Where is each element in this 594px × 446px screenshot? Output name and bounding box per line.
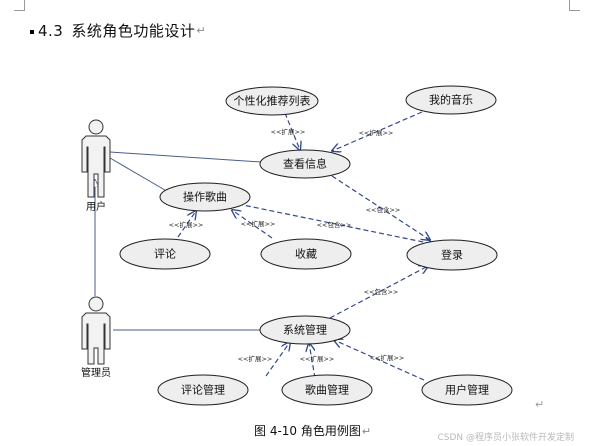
page-corner-mark (569, 0, 580, 11)
include-label: <<包含>> (364, 287, 399, 296)
use-case-comment-manage: 评论管理 (157, 374, 249, 406)
extend-label: <<扩展>> (238, 354, 273, 363)
extend-song-manage (309, 343, 316, 379)
page-corner-mark (14, 0, 25, 11)
use-case-favorite: 收藏 (260, 238, 352, 270)
include-label: <<包含>> (317, 220, 352, 229)
extend-label: <<扩展>> (169, 220, 204, 229)
use-case-song-manage: 歌曲管理 (281, 374, 373, 406)
use-case-user-manage: 用户管理 (421, 374, 513, 406)
svg-text:评论: 评论 (154, 247, 176, 261)
svg-text:评论管理: 评论管理 (181, 383, 225, 397)
actor-admin: 管理员 (81, 296, 111, 379)
svg-text:系统管理: 系统管理 (283, 323, 327, 337)
use-case-recommend-list: 个性化推荐列表 (225, 86, 319, 116)
use-case-operate-song: 操作歌曲 (159, 182, 251, 212)
watermark: CSDN @程序员小张软件开发定制 (437, 433, 574, 443)
extend-recommend-view (284, 112, 300, 150)
actor-body (81, 135, 111, 198)
extend-label: <<扩展>> (370, 353, 405, 362)
section-title: 系统角色功能设计 (71, 22, 196, 40)
use-case-login: 登录 (406, 239, 498, 271)
actor-admin-label: 管理员 (81, 366, 111, 379)
actor-head (88, 296, 104, 312)
include-label: <<包含>> (366, 205, 401, 214)
use-case-comment: 评论 (119, 238, 211, 270)
include-operate-login (237, 203, 433, 244)
svg-text:用户管理: 用户管理 (445, 383, 489, 397)
paragraph-mark: ↵ (535, 398, 545, 411)
extend-music-view (332, 111, 423, 151)
use-case-system-manage: 系统管理 (259, 315, 351, 345)
actor-head (88, 119, 104, 135)
extend-comment-manage (265, 342, 290, 377)
extend-user-manage (334, 340, 425, 381)
extend-favorite-operate (232, 210, 273, 239)
paragraph-mark: ↵ (361, 425, 372, 438)
extend-label: <<扩展>> (300, 354, 335, 363)
svg-text:收藏: 收藏 (295, 247, 317, 261)
extend-comment-operate (177, 211, 196, 238)
paragraph-mark: ↵ (196, 24, 207, 37)
svg-text:歌曲管理: 歌曲管理 (305, 383, 349, 397)
extend-label: <<扩展>> (271, 127, 306, 136)
svg-text:个性化推荐列表: 个性化推荐列表 (234, 94, 311, 108)
figure-caption: 图 4-10 角色用例图↵ (254, 423, 371, 440)
heading-bullet (30, 30, 34, 34)
actor-user-label: 用户 (86, 200, 106, 213)
svg-text:我的音乐: 我的音乐 (429, 93, 473, 107)
association-user-view-info (109, 151, 262, 163)
caption-text: 图 4-10 角色用例图 (254, 424, 361, 438)
section-number: 4.3 (38, 22, 64, 40)
svg-text:操作歌曲: 操作歌曲 (183, 190, 227, 204)
svg-text:查看信息: 查看信息 (283, 157, 327, 171)
svg-text:登录: 登录 (441, 248, 463, 262)
actor-body (81, 312, 111, 365)
include-manage-login (329, 266, 428, 319)
extend-label: <<扩展>> (359, 128, 394, 137)
extend-label: <<扩展>> (241, 219, 276, 228)
section-heading: 4.3 系统角色功能设计 ↵ (30, 21, 206, 41)
use-case-my-music: 我的音乐 (405, 85, 497, 115)
use-case-view-info: 查看信息 (259, 149, 351, 179)
association-user-operate-song (109, 157, 171, 194)
actor-user: 用户 (81, 119, 111, 213)
include-view-login (331, 175, 430, 240)
